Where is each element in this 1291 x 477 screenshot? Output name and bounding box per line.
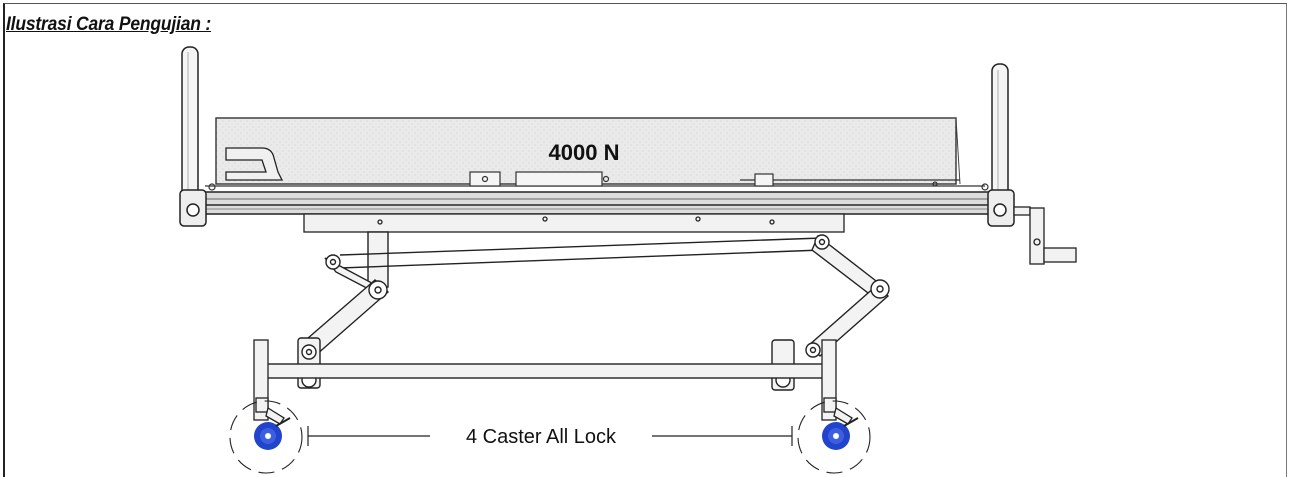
base-frame xyxy=(257,363,829,379)
load-label: 4000 N xyxy=(549,140,620,165)
caster-wheel-right xyxy=(797,400,871,474)
caster-wheel-left xyxy=(229,400,303,474)
caster-lock-label: 4 Caster All Lock xyxy=(466,426,617,448)
section-heading: Ilustrasi Cara Pengujian : xyxy=(6,14,212,35)
caster-lock-dimension xyxy=(307,426,793,446)
illustration-frame xyxy=(3,3,1287,477)
foot-rail-post xyxy=(991,63,1009,225)
under-frame xyxy=(303,213,845,233)
frame-details xyxy=(205,171,989,191)
side-handle xyxy=(225,147,284,181)
caster-leg-left xyxy=(253,339,285,425)
crank-handle xyxy=(1013,206,1077,265)
caster-leg-right xyxy=(821,339,853,425)
